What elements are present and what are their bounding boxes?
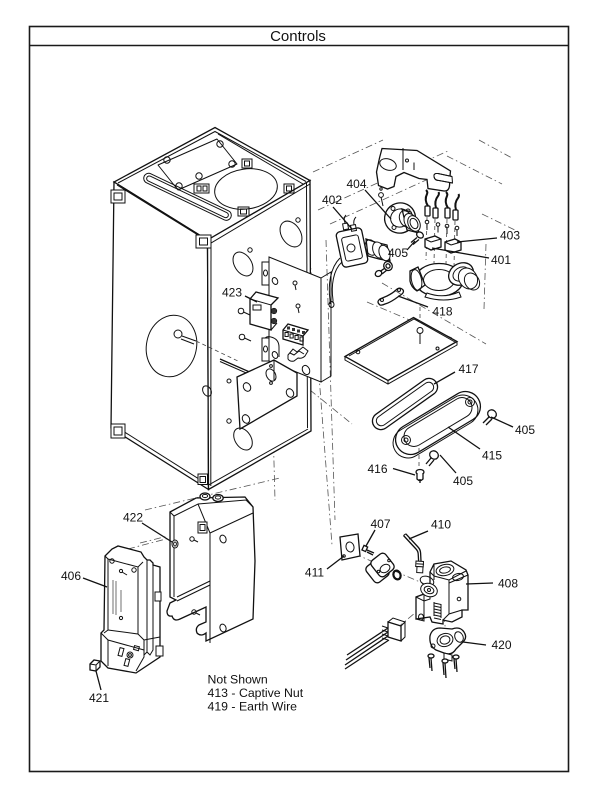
svg-text:415: 415 (482, 449, 502, 463)
svg-text:423: 423 (222, 286, 242, 300)
svg-text:401: 401 (491, 253, 511, 267)
svg-text:404: 404 (346, 177, 366, 191)
svg-text:405: 405 (515, 423, 535, 437)
svg-text:405: 405 (388, 246, 408, 260)
svg-text:408: 408 (498, 577, 518, 591)
svg-text:420: 420 (491, 638, 511, 652)
svg-text:417: 417 (458, 362, 478, 376)
svg-text:416: 416 (367, 462, 387, 476)
svg-text:403: 403 (500, 229, 520, 243)
svg-text:410: 410 (431, 518, 451, 532)
svg-text:402: 402 (322, 193, 342, 207)
svg-text:411: 411 (305, 566, 324, 580)
svg-text:413 - Captive Nut: 413 - Captive Nut (208, 686, 304, 700)
svg-text:422: 422 (123, 511, 143, 525)
svg-text:406: 406 (61, 569, 81, 583)
svg-text:Not Shown: Not Shown (208, 673, 268, 687)
svg-text:421: 421 (89, 691, 109, 705)
svg-text:405: 405 (453, 474, 473, 488)
svg-text:407: 407 (370, 517, 390, 531)
svg-text:418: 418 (432, 305, 452, 319)
svg-text:419 - Earth Wire: 419 - Earth Wire (208, 700, 298, 714)
svg-text:Controls: Controls (270, 28, 326, 45)
